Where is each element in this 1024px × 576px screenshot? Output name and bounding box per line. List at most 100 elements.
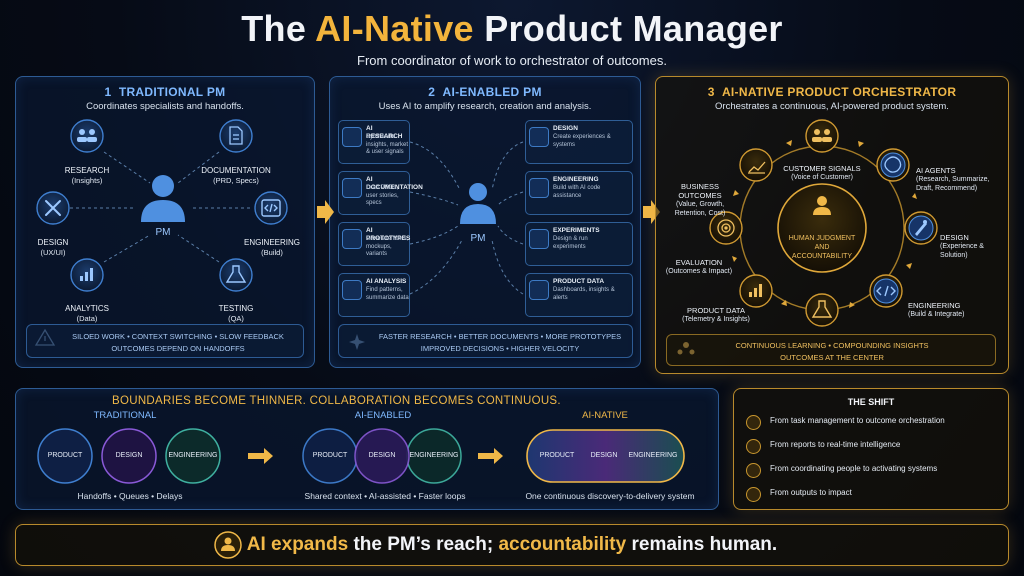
ai-native-continuous-pill bbox=[526, 429, 685, 483]
evaluation-label-3: EVALUATION(Outcomes & Impact) bbox=[665, 258, 733, 275]
bottom-tagline: AI expands the PM’s reach; accountabilit… bbox=[246, 534, 778, 555]
arrow-right-icon bbox=[317, 200, 334, 224]
native-engineering-text: ENGINEERING bbox=[628, 452, 678, 459]
design-box: DESIGN Create experiences & systems bbox=[525, 120, 633, 164]
traditional-design-text: DESIGN bbox=[115, 452, 143, 459]
research-label: RESEARCH(Insights) bbox=[64, 166, 110, 185]
enabled-engineering-text: ENGINEERING bbox=[409, 452, 459, 459]
experiments-box: EXPERIMENTS Design & run experiments bbox=[525, 222, 633, 266]
analytics-label: ANALYTICS(Data) bbox=[65, 304, 109, 323]
shift-item: From outputs to impact bbox=[746, 484, 976, 504]
traditional-design-circle bbox=[101, 428, 157, 484]
testing-label: TESTING(QA) bbox=[218, 304, 254, 323]
brain-icon-3 bbox=[884, 156, 902, 173]
page-subtitle: From coordinator of work to orchestrator… bbox=[357, 53, 667, 68]
ai-native-caption: One continuous discovery-to-delivery sys… bbox=[525, 491, 695, 501]
ai-enabled-benefits-strip: FASTER RESEARCH • BETTER DOCUMENTS • MOR… bbox=[338, 324, 633, 358]
document-icon bbox=[342, 178, 362, 198]
panel-ai-enabled-title: 2 AI-ENABLED PM bbox=[428, 85, 542, 99]
bar-chart-icon bbox=[746, 439, 761, 454]
team-icon bbox=[77, 129, 97, 142]
cube-icon bbox=[342, 229, 362, 249]
native-design-text: DESIGN bbox=[590, 452, 618, 459]
ai-agents-label: AI AGENTS(Research, Summarize, Draft, Re… bbox=[916, 166, 990, 192]
flask-icon bbox=[225, 265, 247, 283]
traditional-engineering-circle bbox=[165, 428, 221, 484]
native-product-text: PRODUCT bbox=[539, 452, 575, 459]
panel-traditional-title: 1 TRADITIONAL PM bbox=[104, 85, 226, 99]
experiment-node-3 bbox=[805, 293, 839, 327]
bar-chart-icon-3 bbox=[749, 284, 762, 297]
design-label-3: DESIGN(Experience & Solution) bbox=[940, 233, 984, 259]
brain-icon bbox=[342, 127, 362, 147]
design-icon bbox=[529, 127, 549, 147]
ai-analysis-box: AI ANALYSIS Find patterns, summarize dat… bbox=[338, 273, 410, 317]
panel-ai-native-subtitle: Orchestrates a continuous, AI-powered pr… bbox=[715, 101, 949, 112]
product-data-box: PRODUCT DATA Dashboards, insights & aler… bbox=[525, 273, 633, 317]
flask-icon-3 bbox=[811, 300, 833, 318]
ai-enabled-caption: Shared context • AI-assisted • Faster lo… bbox=[304, 491, 466, 501]
person-icon bbox=[813, 196, 831, 215]
pm-label-2: PM bbox=[470, 233, 486, 244]
flask-icon bbox=[529, 229, 549, 249]
panel-ai-native-title: 3 AI-NATIVE PRODUCT ORCHESTRATOR bbox=[707, 85, 957, 99]
bottom-banner bbox=[15, 524, 1009, 566]
panel-ai-enabled-subtitle: Uses AI to amplify research, creation an… bbox=[378, 101, 592, 112]
documentation-node bbox=[219, 119, 253, 153]
ai-enabled-stage-label: AI-ENABLED bbox=[354, 410, 412, 421]
pm-label: PM bbox=[155, 227, 171, 238]
traditional-caption: Handoffs • Queues • Delays bbox=[77, 491, 183, 501]
shift-item: From reports to real-time intelligence bbox=[746, 436, 976, 456]
code-icon bbox=[261, 199, 281, 217]
ai-documentation-box: AI DOCUMENTATION Draft PRDs, user storie… bbox=[338, 171, 423, 215]
engineering-label: ENGINEERING(Build) bbox=[243, 238, 300, 257]
testing-node bbox=[219, 258, 253, 292]
the-shift-panel bbox=[733, 388, 1009, 510]
enabled-product-text: PRODUCT bbox=[312, 452, 348, 459]
code-icon-3 bbox=[876, 285, 896, 297]
ai-native-footer-strip: CONTINUOUS LEARNING • COMPOUNDING INSIGH… bbox=[666, 334, 996, 366]
enabled-design-circle bbox=[354, 428, 410, 484]
pm-person-icon-2 bbox=[460, 183, 496, 224]
ai-native-stage-label: AI-NATIVE bbox=[582, 410, 628, 421]
traditional-product-text: PRODUCT bbox=[47, 452, 83, 459]
enabled-design-text: DESIGN bbox=[368, 452, 396, 459]
ai-prototypes-box: AI PROTOTYPES Generate flows, mockups, v… bbox=[338, 222, 410, 266]
chart-magnify-icon bbox=[342, 280, 362, 300]
growth-chart-icon bbox=[748, 161, 766, 174]
documentation-label: DOCUMENTATION(PRD, Specs) bbox=[201, 166, 271, 185]
the-shift-title: THE SHIFT bbox=[847, 397, 895, 407]
product-data-label-3: PRODUCT DATA(Telemetry & Insights) bbox=[682, 306, 750, 323]
engineering-box: ENGINEERING Build with AI code assistanc… bbox=[525, 171, 633, 215]
traditional-engineering-text: ENGINEERING bbox=[168, 452, 218, 459]
center-judgment-node bbox=[777, 183, 867, 273]
page-title: The AI-Native Product Manager bbox=[241, 8, 783, 49]
arrow-right-icon-4 bbox=[478, 448, 503, 464]
pm-person-icon bbox=[141, 175, 185, 222]
target-icon bbox=[717, 219, 735, 237]
rocket-icon bbox=[915, 220, 927, 236]
team-icon-3 bbox=[812, 129, 832, 142]
research-node bbox=[70, 119, 104, 153]
ai-research-box: AI RESEARCH Synthesize insights, market … bbox=[338, 120, 410, 164]
list-icon bbox=[746, 415, 761, 430]
customer-signals-label: CUSTOMER SIGNALS(Voice of Customer) bbox=[783, 164, 861, 181]
customer-signals-node bbox=[805, 119, 839, 153]
tools-icon bbox=[45, 200, 61, 216]
engineering-label-3: ENGINEERING(Build & Integrate) bbox=[908, 301, 965, 318]
boundaries-title: BOUNDARIES BECOME THINNER. COLLABORATION… bbox=[112, 395, 561, 407]
traditional-product-circle bbox=[37, 428, 93, 484]
arrow-right-icon-2 bbox=[643, 200, 660, 224]
document-icon bbox=[229, 126, 243, 145]
traditional-stage-label: TRADITIONAL bbox=[93, 410, 157, 421]
network-icon bbox=[746, 463, 761, 478]
design-label: DESIGN(UX/UI) bbox=[37, 238, 69, 257]
arrow-right-icon-3 bbox=[248, 448, 273, 464]
target-icon bbox=[746, 487, 761, 502]
